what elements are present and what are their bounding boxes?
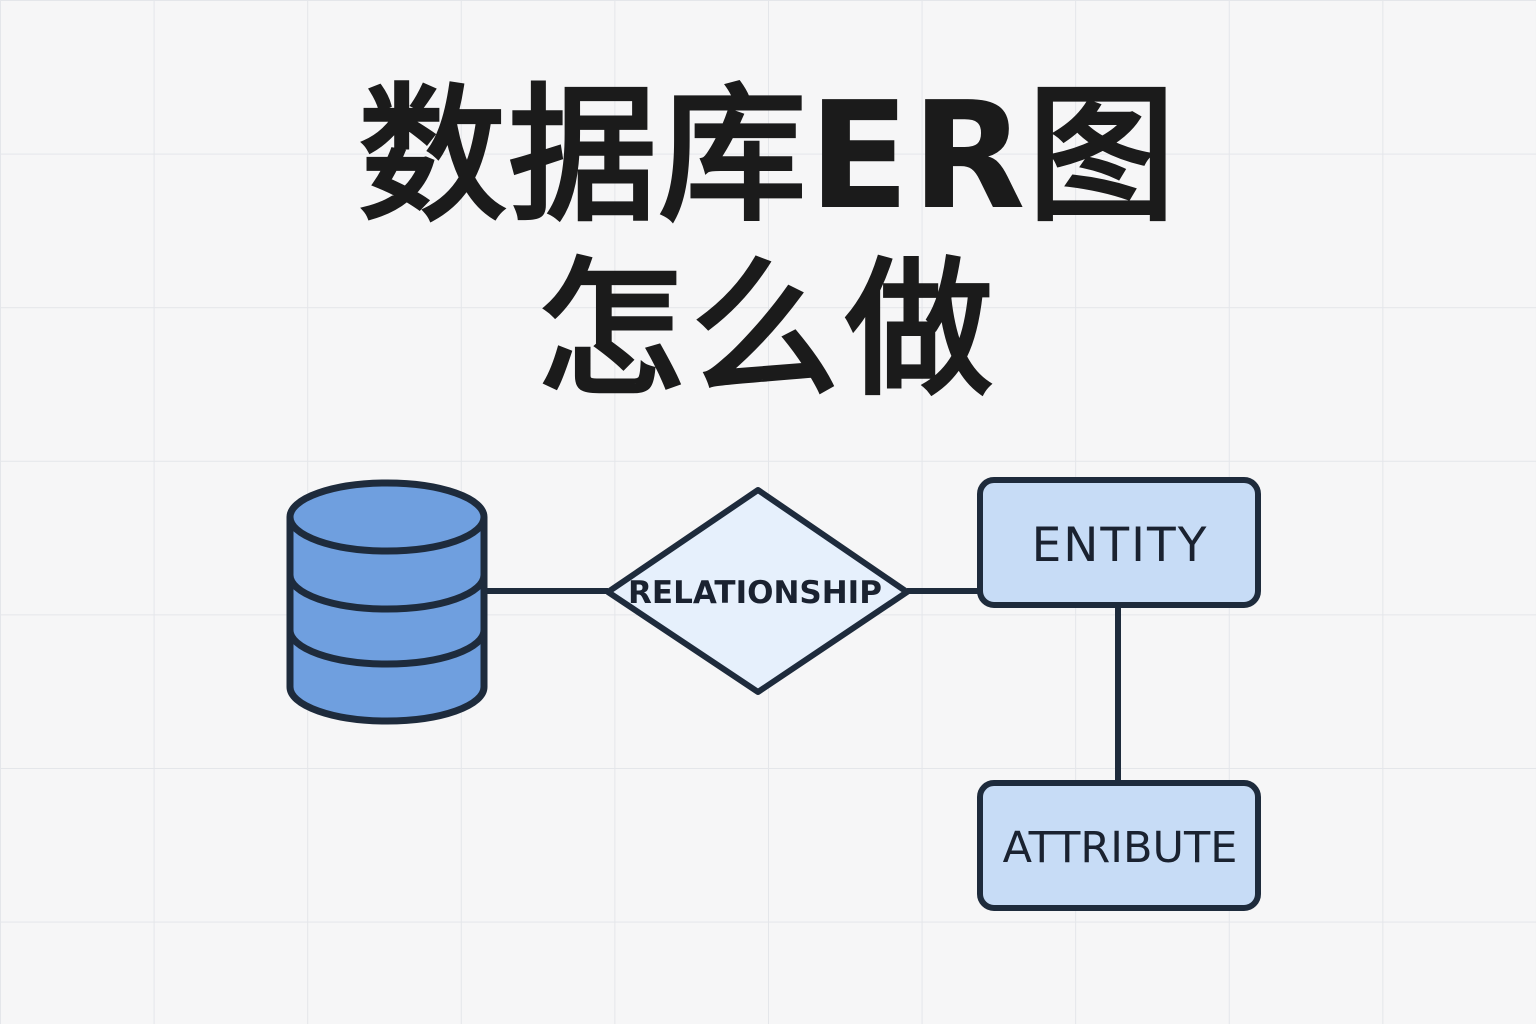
database-icon: [286, 479, 488, 725]
attribute-label: ATTRIBUTE: [1003, 823, 1238, 873]
relationship-node: RELATIONSHIP: [605, 487, 910, 695]
relationship-label: RELATIONSHIP: [628, 575, 882, 611]
entity-label: ENTITY: [1032, 518, 1209, 573]
page-title-line2: 怎么做: [537, 244, 999, 416]
attribute-node: ATTRIBUTE: [977, 780, 1261, 911]
entity-node: ENTITY: [977, 477, 1261, 608]
page-title-line1: 数据库ER图: [358, 70, 1178, 242]
